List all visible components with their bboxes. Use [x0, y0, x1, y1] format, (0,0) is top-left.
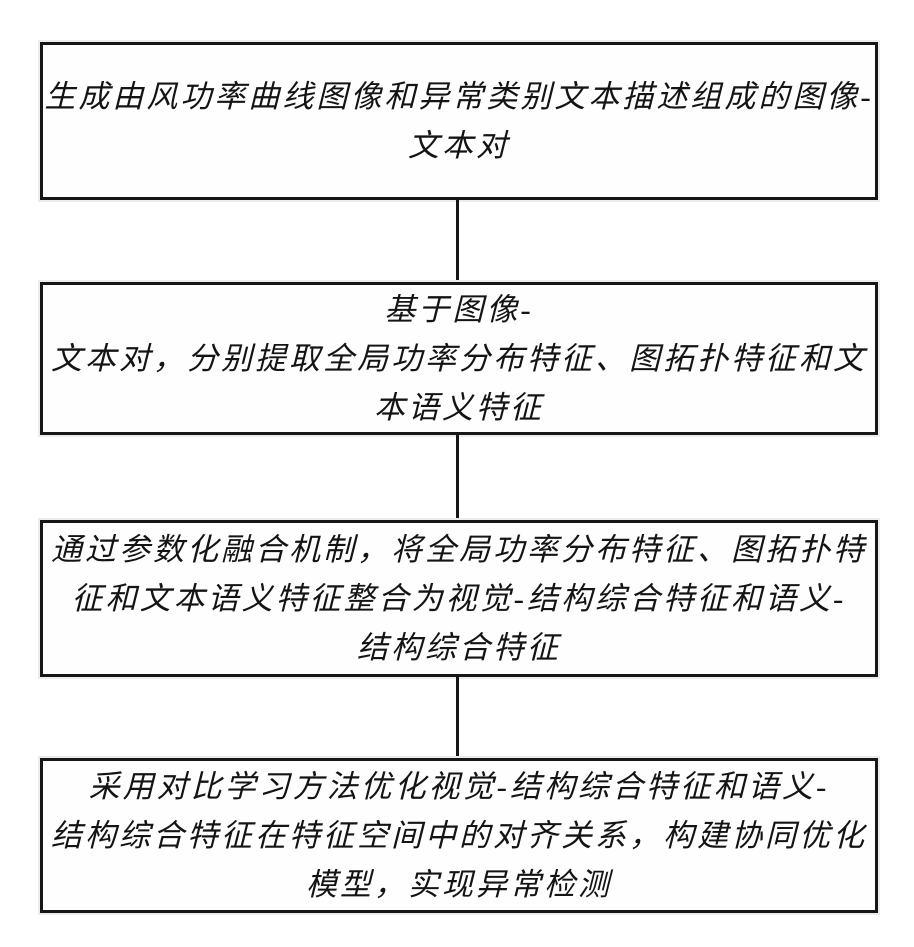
connector-line-3 — [456, 677, 459, 758]
flow-step-2-text: 基于图像- — [384, 292, 534, 327]
flow-step-2-text: 本语义特征 — [374, 390, 544, 425]
flow-step-3-text: 征和文本语义特征整合为视觉-结构综合特征和语义- — [71, 581, 847, 616]
flow-step-3-text: 结构综合特征 — [357, 630, 561, 665]
flow-step-4: 采用对比学习方法优化视觉-结构综合特征和语义- 结构综合特征在特征空间中的对齐关… — [40, 758, 878, 913]
flow-step-2: 基于图像- 文本对，分别提取全局功率分布特征、图拓扑特征和文 本语义特征 — [40, 282, 878, 435]
flow-step-1-text: 文本对 — [408, 128, 510, 163]
connector-line-2 — [456, 435, 459, 520]
flow-step-4-text: 模型，实现异常检测 — [306, 867, 612, 902]
flow-step-2-text: 文本对，分别提取全局功率分布特征、图拓扑特征和文 — [51, 341, 867, 376]
connector-line-1 — [456, 200, 459, 282]
flow-step-4-text: 采用对比学习方法优化视觉-结构综合特征和语义- — [88, 769, 830, 804]
flow-step-4-text: 结构综合特征在特征空间中的对齐关系，构建协同优化 — [51, 818, 867, 853]
flow-step-1-text: 生成由风功率曲线图像和异常类别文本描述组成的图像- — [44, 79, 874, 114]
flow-step-3: 通过参数化融合机制，将全局功率分布特征、图拓扑特 征和文本语义特征整合为视觉-结… — [40, 520, 878, 677]
flow-step-1: 生成由风功率曲线图像和异常类别文本描述组成的图像- 文本对 — [40, 42, 878, 200]
flow-step-3-text: 通过参数化融合机制，将全局功率分布特征、图拓扑特 — [51, 532, 867, 567]
